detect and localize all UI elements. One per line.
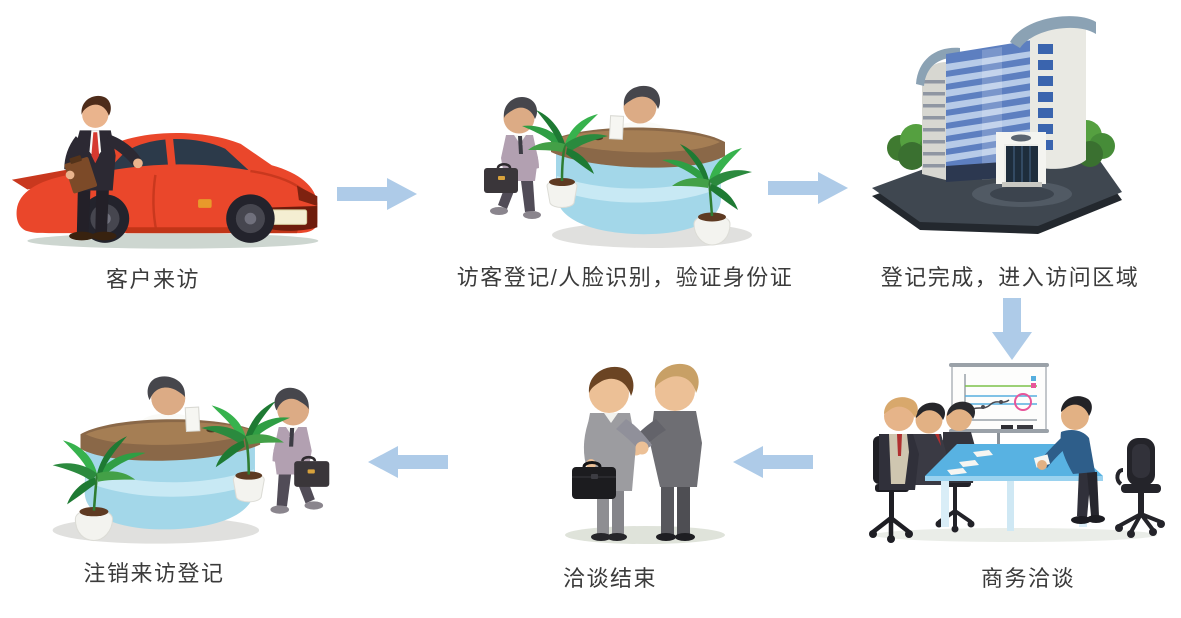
businessman-left <box>572 366 652 541</box>
business-talk-illustration <box>855 352 1175 547</box>
step-label-deregister: 注销来访登记 <box>83 561 225 586</box>
reception-desk-icon <box>482 84 754 250</box>
man-with-red-car-icon <box>11 95 319 249</box>
step-label-visitor-register: 访客登记/人脸识别，验证身份证 <box>456 265 794 290</box>
arrow-down <box>992 298 1032 360</box>
arrow-right-1 <box>337 178 417 210</box>
businessman-right <box>628 363 702 541</box>
empty-office-chair <box>1115 438 1165 538</box>
meeting-room-icon <box>869 363 1165 543</box>
step-label-business-talk: 商务洽谈 <box>980 566 1075 591</box>
arrow-right-shape <box>337 178 417 210</box>
step-label-customer-visit: 客户来访 <box>105 267 200 292</box>
red-car <box>11 133 318 243</box>
arrow-left-2 <box>368 446 448 478</box>
visitor-register-illustration <box>462 78 772 253</box>
salesman <box>64 95 143 241</box>
talk-finished-illustration <box>548 348 738 550</box>
arrow-right-2 <box>768 172 848 204</box>
office-building-icon <box>872 16 1122 234</box>
reception-desk-mirrored-icon <box>51 375 331 545</box>
deregister-illustration <box>32 368 352 549</box>
handshake-icon <box>565 363 725 544</box>
customer-visit-illustration <box>8 84 328 262</box>
arrow-left-shape <box>368 446 448 478</box>
attendee-1 <box>869 397 919 543</box>
presenter <box>1033 396 1105 524</box>
arrow-down-shape <box>992 298 1032 360</box>
arrow-right-shape <box>768 172 848 204</box>
arrow-left-shape <box>733 446 813 478</box>
step-label-enter-area: 登记完成，进入访问区域 <box>880 265 1140 290</box>
arrow-left-1 <box>733 446 813 478</box>
building-entrance <box>996 132 1046 187</box>
step-label-talk-finished: 洽谈结束 <box>562 566 657 591</box>
enter-area-illustration <box>862 8 1142 253</box>
